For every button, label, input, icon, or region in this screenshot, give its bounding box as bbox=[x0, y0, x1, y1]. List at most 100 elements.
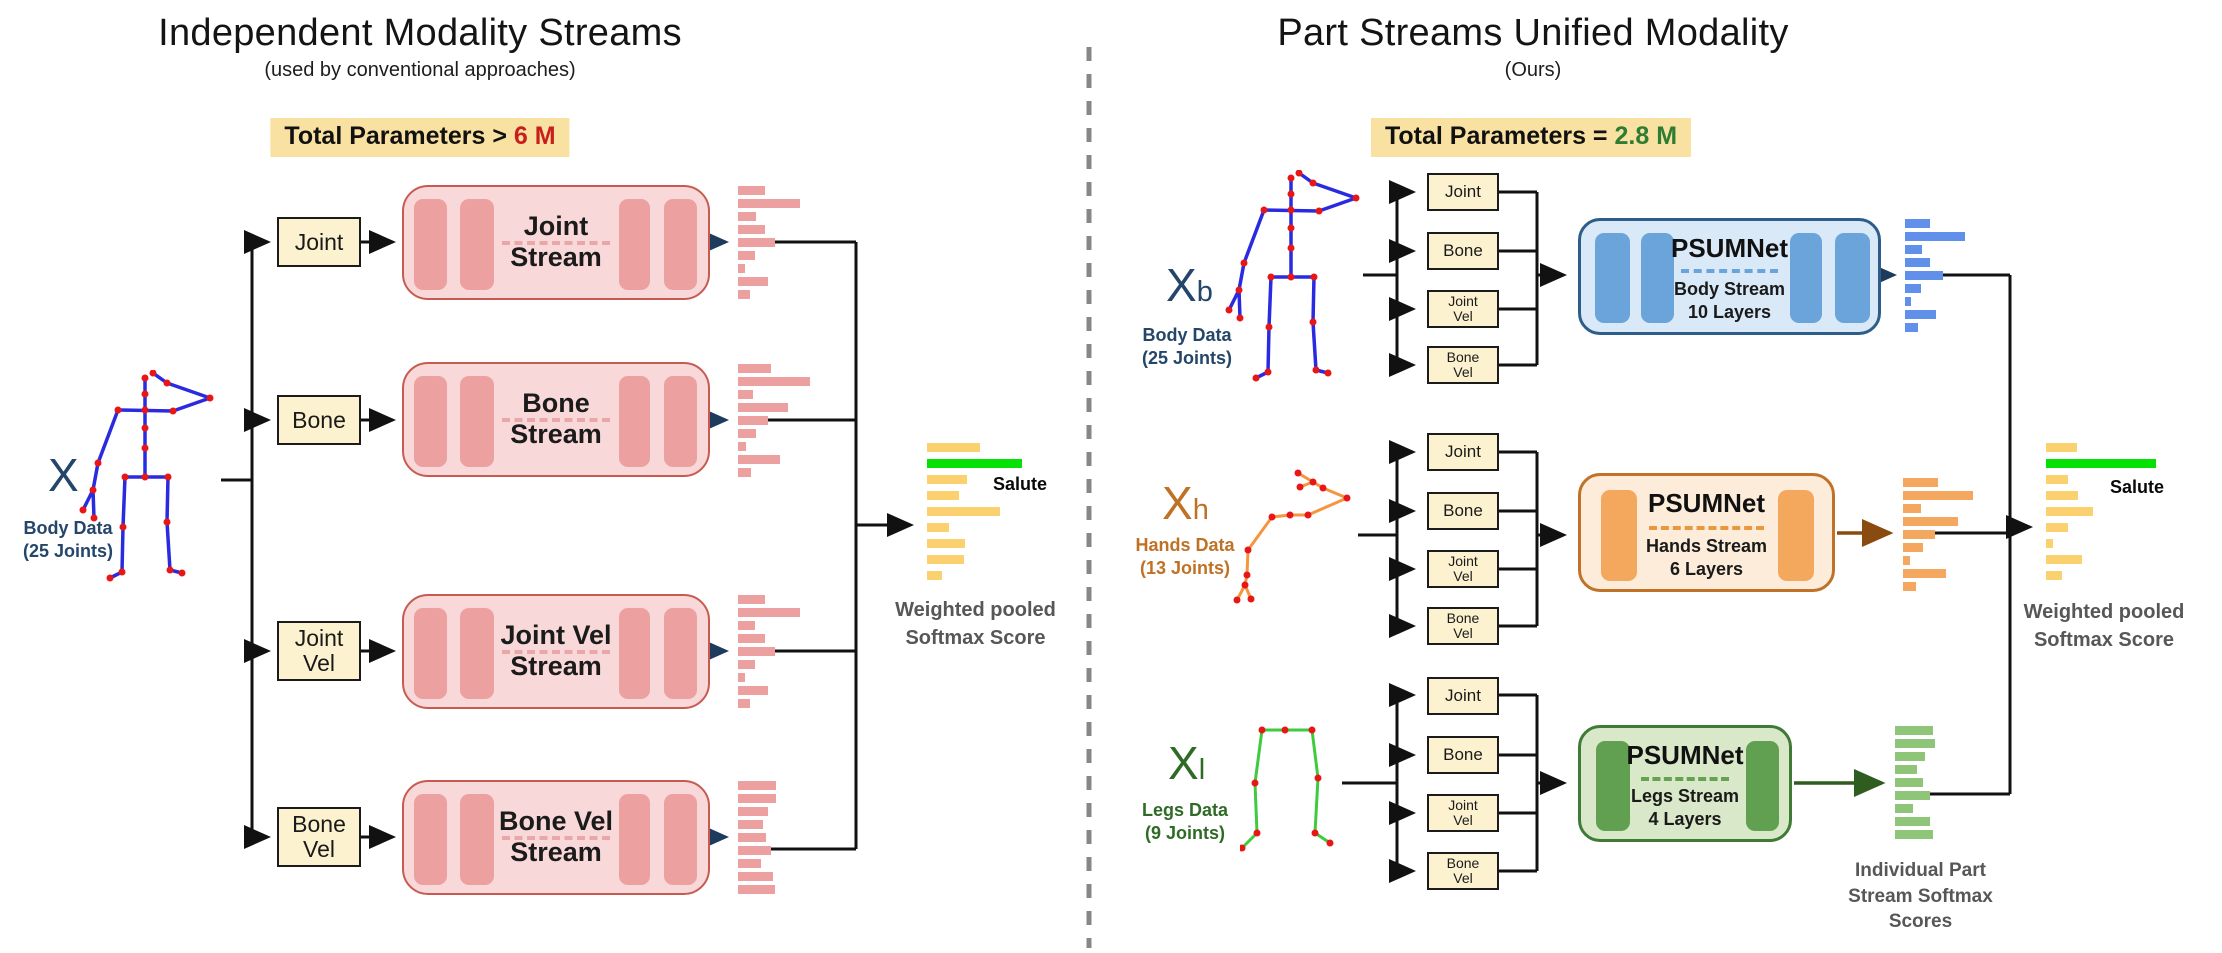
left-modality-box-joint: Joint bbox=[277, 217, 361, 267]
bone-vel-stream-softmax-bar-6 bbox=[738, 859, 761, 868]
right-weighted-softmax-bar-0 bbox=[2046, 443, 2077, 452]
left-weighted-softmax-bar-3 bbox=[927, 491, 959, 500]
right-weighted-softmax-bar-2 bbox=[2046, 475, 2068, 484]
hands-stream-softmax-bar-5 bbox=[1903, 543, 1923, 552]
joint-vel-stream-softmax-bar-4 bbox=[738, 647, 775, 656]
legs-input-caption: Legs Data (9 Joints) bbox=[1141, 800, 1229, 844]
bone-vel-stream-softmax-bar-0 bbox=[738, 781, 776, 790]
left-input-symbol: X bbox=[48, 449, 79, 501]
body-stream-softmax-bar-6 bbox=[1905, 297, 1911, 306]
legs-stream-softmax-bars bbox=[1895, 726, 1935, 843]
hands-stream-softmax-bar-3 bbox=[1903, 517, 1958, 526]
body-skeleton-graphic-right bbox=[1225, 170, 1360, 382]
left-params-value: 6 M bbox=[513, 122, 556, 150]
body-stream-softmax-bar-2 bbox=[1905, 245, 1922, 254]
joint-stream-softmax-bar-7 bbox=[738, 277, 768, 286]
bone-vel-stream-softmax-bar-5 bbox=[738, 846, 771, 855]
left-weighted-softmax-bar-4 bbox=[927, 507, 1000, 516]
legs-stream-softmax-bar-3 bbox=[1895, 765, 1917, 774]
joint-vel-stream-softmax-bar-2 bbox=[738, 621, 755, 630]
body-input-caption: Body Data (25 Joints) bbox=[1141, 325, 1233, 369]
legs-input-symbol: Xl bbox=[1168, 737, 1206, 789]
bone-stream-softmax-bar-1 bbox=[738, 377, 810, 386]
right-weighted-softmax-bar-6 bbox=[2046, 539, 2053, 548]
body-modality-box-bone: Bone bbox=[1427, 232, 1499, 270]
hands-stream-softmax-bar-8 bbox=[1903, 582, 1916, 591]
bone-stream-softmax-bar-0 bbox=[738, 364, 771, 373]
right-weighted-softmax-bar-5 bbox=[2046, 523, 2068, 532]
bone-stream-softmax-bar-4 bbox=[738, 416, 768, 425]
bone-vel-stream-softmax-bar-3 bbox=[738, 820, 763, 829]
hands-stream-softmax-bar-7 bbox=[1903, 569, 1946, 578]
joint-stream-softmax-bars bbox=[738, 186, 800, 303]
individual-part-caption: Individual Part Stream Softmax Scores bbox=[1848, 860, 1993, 933]
joint-vel-stream-softmax-bar-8 bbox=[738, 699, 750, 708]
right-weighted-softmax-bars bbox=[2046, 443, 2156, 587]
hands-skeleton-graphic bbox=[1233, 469, 1351, 604]
body-stream-softmax-bar-1 bbox=[1905, 232, 1965, 241]
hands-input-caption: Hands Data (13 Joints) bbox=[1135, 535, 1235, 579]
right-weighted-softmax-bar-1 bbox=[2046, 459, 2156, 468]
body-stream-softmax-bar-3 bbox=[1905, 258, 1930, 267]
bone-vel-stream-softmax-bar-8 bbox=[738, 885, 775, 894]
bone-stream-softmax-bar-6 bbox=[738, 442, 746, 451]
hands-modality-box-bone: Bone bbox=[1427, 492, 1499, 530]
left-panel-subtitle: (used by conventional approaches) bbox=[264, 59, 576, 81]
legs-stream-softmax-bar-6 bbox=[1895, 804, 1913, 813]
legs-skeleton-graphic bbox=[1240, 726, 1334, 852]
bone-vel-stream-softmax-bar-4 bbox=[738, 833, 766, 842]
right-panel-subtitle: (Ours) bbox=[1504, 59, 1562, 81]
bone-vel-stream-softmax-bar-7 bbox=[738, 872, 773, 881]
bone-stream-softmax-bar-3 bbox=[738, 403, 788, 412]
legs-stream-softmax-bar-5 bbox=[1895, 791, 1930, 800]
right-salute-label: Salute bbox=[2110, 477, 2165, 497]
right-weighted-softmax-bar-7 bbox=[2046, 555, 2082, 564]
joint-stream-softmax-bar-8 bbox=[738, 290, 750, 299]
left-weighted-softmax-bar-6 bbox=[927, 539, 965, 548]
legs-stream-softmax-bar-0 bbox=[1895, 726, 1933, 735]
right-weighted-softmax-bar-8 bbox=[2046, 571, 2062, 580]
joint-stream-softmax-bar-6 bbox=[738, 264, 745, 273]
bone-stream-softmax-bar-8 bbox=[738, 468, 751, 477]
left-weighted-softmax-bar-7 bbox=[927, 555, 964, 564]
left-weighted-softmax-bars bbox=[927, 443, 1022, 587]
joint-stream-softmax-bar-3 bbox=[738, 225, 765, 234]
right-weighted-softmax-bar-3 bbox=[2046, 491, 2078, 500]
right-output-caption: Weighted pooled Softmax Score bbox=[2023, 601, 2185, 651]
joint-vel-stream-softmax-bar-0 bbox=[738, 595, 765, 604]
bone-vel-stream-softmax-bar-1 bbox=[738, 794, 776, 803]
hands-stream-softmax-bar-4 bbox=[1903, 530, 1935, 539]
joint-stream-softmax-bar-0 bbox=[738, 186, 765, 195]
left-output-caption: Weighted pooled Softmax Score bbox=[895, 599, 1056, 649]
joint-vel-stream-softmax-bar-6 bbox=[738, 673, 745, 682]
joint-vel-stream-softmax-bar-5 bbox=[738, 660, 755, 669]
bone-stream-softmax-bar-5 bbox=[738, 429, 756, 438]
legs-modality-box-bone: Bone bbox=[1427, 736, 1499, 774]
body-input-symbol: Xb bbox=[1166, 259, 1213, 311]
left-weighted-softmax-bar-1 bbox=[927, 459, 1022, 468]
legs-stream-softmax-bar-8 bbox=[1895, 830, 1933, 839]
right-params-label: Total Parameters = bbox=[1384, 122, 1615, 150]
hands-stream-softmax-bar-6 bbox=[1903, 556, 1910, 565]
right-params-value: 2.8 M bbox=[1614, 122, 1678, 150]
left-input-caption: Body Data (25 Joints) bbox=[22, 518, 114, 562]
right-panel-title: Part Streams Unified Modality bbox=[1277, 12, 1789, 54]
left-params-label: Total Parameters > bbox=[284, 122, 514, 150]
left-panel-title: Independent Modality Streams bbox=[158, 12, 682, 54]
body-skeleton-graphic bbox=[79, 370, 214, 582]
left-weighted-softmax-bar-8 bbox=[927, 571, 942, 580]
bone-vel-stream-softmax-bars bbox=[738, 781, 776, 898]
